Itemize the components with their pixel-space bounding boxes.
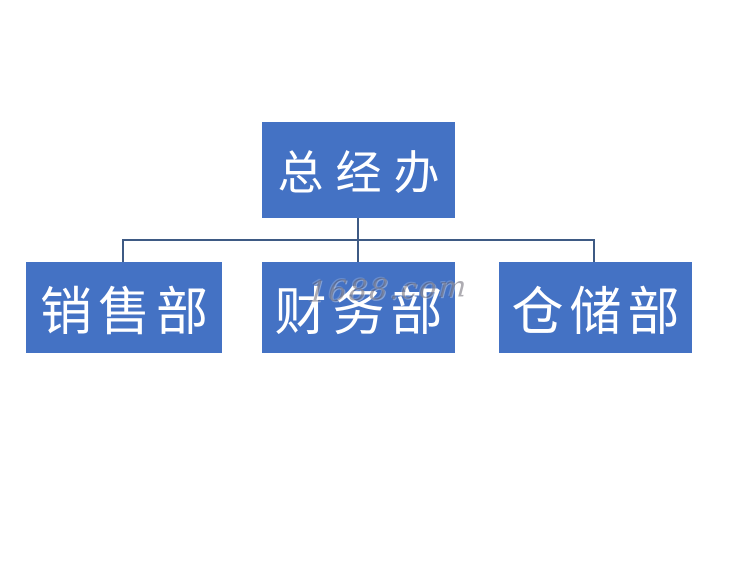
org-node-root: 总经办: [262, 122, 455, 218]
connector-drop-sales: [122, 239, 124, 262]
org-node-finance-label: 财务部: [274, 283, 449, 343]
org-node-finance: 财务部: [262, 262, 455, 353]
connector-drop-finance: [357, 239, 359, 262]
org-node-sales: 销售部: [26, 262, 222, 353]
connector-root-stub: [357, 218, 359, 240]
connector-drop-warehouse: [593, 239, 595, 262]
org-node-root-label: 总经办: [277, 146, 452, 200]
org-node-warehouse: 仓储部: [499, 262, 692, 353]
org-node-sales-label: 销售部: [39, 283, 214, 343]
org-node-warehouse-label: 仓储部: [511, 283, 686, 343]
